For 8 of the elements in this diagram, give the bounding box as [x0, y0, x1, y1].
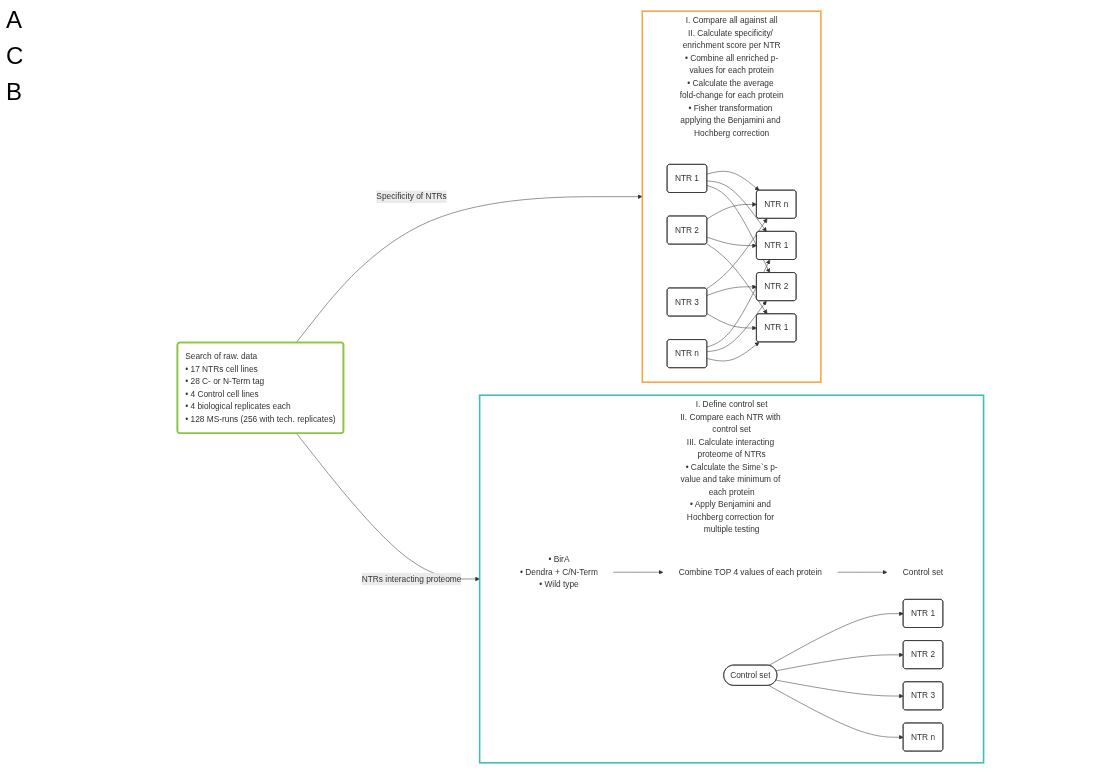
node-text: Control set [902, 567, 944, 577]
panel-letter: C [6, 42, 25, 70]
edge-label: Specificity of NTRs [376, 191, 447, 201]
panel-letter: B [6, 78, 23, 106]
panel-letter: A [6, 6, 23, 34]
node-text: • BirA • Dendra + C/N-Term • Wild type [520, 555, 598, 589]
edge-label: NTRs interacting proteome [361, 574, 462, 584]
node-text: Combine TOP 4 values of each protein [678, 567, 822, 577]
